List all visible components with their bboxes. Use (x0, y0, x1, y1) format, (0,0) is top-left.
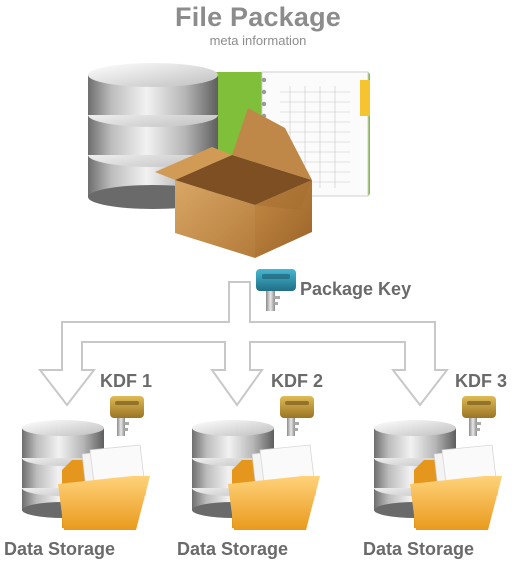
kdf-label-3: KDF 3 (455, 371, 508, 391)
storage-unit-2 (192, 396, 320, 530)
storage-unit-3 (374, 396, 502, 530)
diagram-subtitle: meta information (209, 33, 307, 48)
data-storage-label-2: Data Storage (177, 539, 289, 559)
kdf-key-icon (280, 396, 314, 436)
file-package-illustration (88, 63, 370, 258)
package-key-icon (256, 269, 296, 311)
folder-icon (410, 444, 502, 530)
folder-icon (58, 444, 150, 530)
kdf-key-icon (110, 396, 144, 436)
package-key-label: Package Key (300, 279, 412, 299)
data-storage-label-3: Data Storage (363, 539, 475, 559)
storage-unit-1 (22, 396, 150, 530)
kdf-key-icon (462, 396, 496, 436)
branch-arrows (37, 281, 450, 407)
folder-icon (228, 444, 320, 530)
database-icon (88, 63, 218, 209)
diagram-title: File Package (175, 2, 341, 32)
data-storage-label-1: Data Storage (4, 539, 116, 559)
kdf-label-2: KDF 2 (271, 371, 324, 391)
kdf-label-1: KDF 1 (100, 371, 153, 391)
connector-arrows-shape (37, 281, 450, 407)
cardboard-box-icon (155, 108, 312, 258)
